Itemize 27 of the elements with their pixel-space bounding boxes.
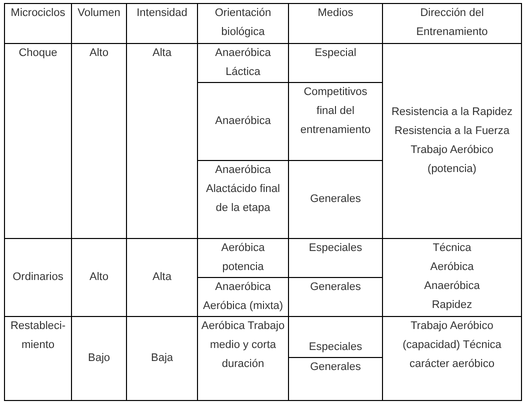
table-cell: Alta xyxy=(126,238,198,316)
table-cell: Anaeróbica Aeróbica (mixta) xyxy=(198,278,288,316)
table-cell: Trabajo Aeróbico (capacidad) Técnica carácter aeróbico xyxy=(382,316,522,400)
table-cell: Restableci- miento xyxy=(4,316,72,400)
table-cell: Anaeróbica Láctica xyxy=(198,44,288,82)
column-header: Dirección del Entrenamiento xyxy=(382,4,522,44)
table-cell: Especial xyxy=(288,44,382,82)
column-header: Orientación biológica xyxy=(198,4,288,44)
column-header: Microciclos xyxy=(4,4,72,44)
column-header: Medios xyxy=(288,4,382,44)
table-cell: Alto xyxy=(72,44,126,238)
table-cell: Resistencia a la Rapidez Resistencia a la Fuerza Trabajo Aeróbico (potencia) xyxy=(382,44,522,238)
table-cell: Especiales xyxy=(288,316,382,358)
table-cell: Aeróbica potencia xyxy=(198,238,288,278)
table-cell: Ordinarios xyxy=(4,238,72,316)
table-cell: Anaeróbica Alactácido final de la etapa xyxy=(198,160,288,238)
table-cell: Bajo xyxy=(72,316,126,400)
table-cell: Aeróbica Trabajo medio y corta duración xyxy=(198,316,288,400)
column-header: Volumen xyxy=(72,4,126,44)
table-cell: Baja xyxy=(126,316,198,400)
table-cell: Especiales xyxy=(288,238,382,278)
table-cell: Técnica Aeróbica Anaeróbica Rapidez xyxy=(382,238,522,316)
table-cell: Alta xyxy=(126,44,198,238)
table-cell: Alto xyxy=(72,238,126,316)
column-header: Intensidad xyxy=(126,4,198,44)
table-cell: Anaeróbica xyxy=(198,82,288,160)
table-cell: Choque xyxy=(4,44,72,238)
